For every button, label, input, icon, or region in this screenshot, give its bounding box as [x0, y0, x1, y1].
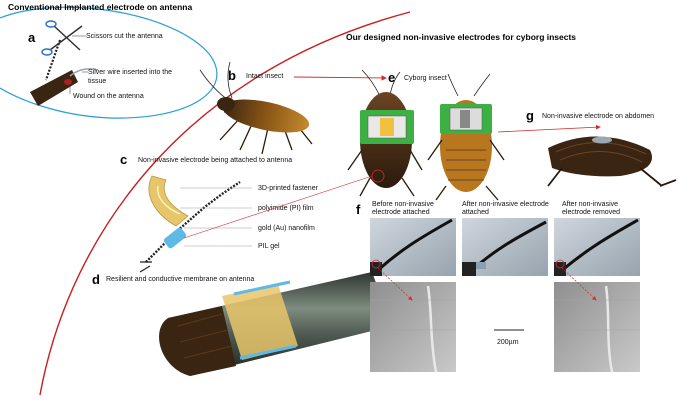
header-designed: Our designed non-invasive electrodes for… [346, 32, 576, 42]
abdomen-electrode-illustration [547, 136, 677, 187]
layer-label-au: gold (Au) nanofilm [258, 225, 315, 232]
layer-label-pil: PIL gel [258, 243, 280, 250]
arrow-b-to-e [293, 75, 387, 81]
sem-before [370, 282, 456, 373]
zoom-arrow-before [377, 267, 413, 301]
photo-after-attached [462, 218, 548, 276]
panel-c-letter: c [120, 152, 127, 167]
electrode-attachment-illustration [139, 175, 241, 273]
panel-b-letter: b [228, 68, 236, 83]
layer-label-pi: polyimide (PI) film [258, 205, 314, 212]
label-wire-1: Silver wire inserted into the [88, 69, 172, 76]
caption-after-removed-1: After non-invasive [562, 201, 618, 208]
cyborg-insect-back-view [347, 69, 423, 197]
conventional-circle [0, 6, 218, 119]
label-scissors: Scissors cut the antenna [86, 33, 163, 40]
caption-before-2: electrode attached [372, 209, 430, 216]
panel-f-letter: f [356, 202, 361, 217]
caption-before-1: Before non-invasive [372, 201, 434, 208]
antenna-segment-a [44, 39, 62, 81]
layer-label-fastener: 3D-printed fastener [258, 185, 319, 192]
label-intact: Intact insect [246, 73, 283, 80]
caption-after-attached-2: attached [462, 209, 489, 216]
panel-a-letter: a [28, 30, 36, 45]
label-wire-2: tissue [88, 78, 106, 85]
label-membrane: Resilient and conductive membrane on ant… [106, 276, 254, 283]
cockroach-intact-illustration [199, 61, 313, 155]
panel-g-letter: g [526, 108, 534, 123]
panel-e-letter: e [388, 70, 395, 85]
photo-before [370, 218, 456, 276]
scissors-icon [41, 20, 83, 56]
caption-after-attached-1: After non-invasive electrode [462, 201, 549, 208]
header-conventional: Conventional Implanted electrode on ante… [8, 2, 192, 12]
divider-arc [39, 11, 411, 396]
sem-after-removed [554, 282, 640, 373]
wound-mark [64, 79, 72, 85]
caption-after-removed-2: electrode removed [562, 209, 620, 216]
membrane-cylinder-illustration [159, 272, 392, 376]
arrow-e-to-g [497, 124, 601, 133]
scale-bar-label: 200µm [497, 339, 519, 346]
panel-d-letter: d [92, 272, 100, 287]
label-wound: Wound on the antenna [73, 93, 144, 100]
cyborg-insect-underside-view [427, 73, 505, 201]
label-abdomen: Non-invasive electrode on abdomen [542, 113, 654, 120]
photo-after-removed [554, 218, 640, 276]
label-cyborg: Cyborg insect [404, 75, 447, 82]
zoom-arrow-after [561, 267, 597, 301]
silver-wire [69, 68, 99, 77]
label-attach: Non-invasive electrode being attached to… [138, 157, 292, 164]
arrow-c-to-e [183, 175, 373, 239]
antenna-base-a [30, 70, 78, 106]
